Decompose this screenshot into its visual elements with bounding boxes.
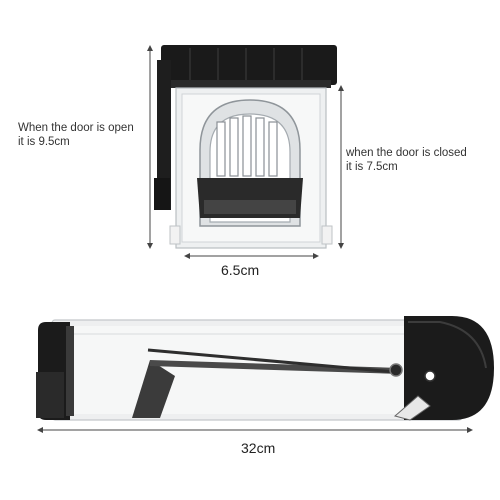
trap-side-view: [36, 316, 494, 421]
width-dimension-label: 6.5cm: [221, 262, 260, 278]
door-closed-line2: it is 7.5cm: [346, 161, 398, 173]
door-closed-line1: when the door is closed: [346, 147, 467, 159]
door-open-line2: it is 9.5cm: [18, 136, 70, 148]
dimension-lines-front: [147, 45, 344, 259]
trap-front-view: [154, 45, 337, 249]
door-open-annotation: When the door is open it is 9.5cm: [18, 121, 134, 149]
door-closed-annotation: when the door is closed it is 7.5cm: [346, 146, 467, 174]
length-dimension-label: 32cm: [241, 440, 276, 456]
door-open-line1: When the door is open: [18, 122, 134, 134]
